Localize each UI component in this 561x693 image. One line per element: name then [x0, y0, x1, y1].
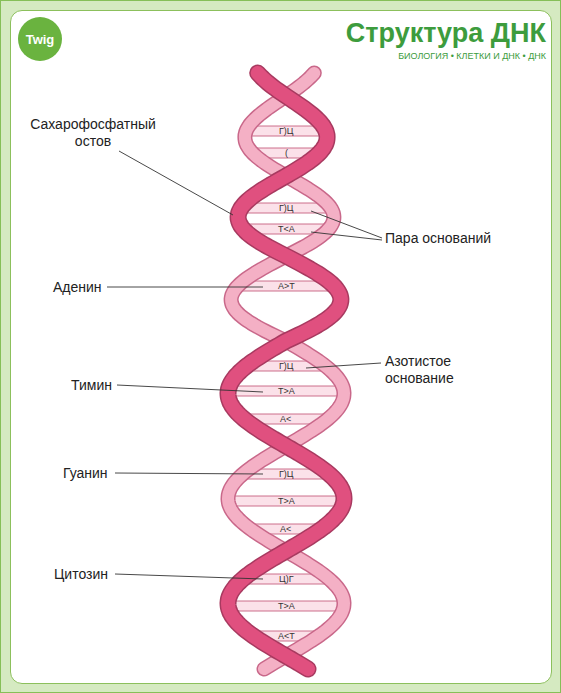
base-pair-letters: Г)Ц	[279, 469, 294, 479]
leader-line	[311, 211, 382, 238]
diagram-title: Структура ДНК	[346, 18, 546, 48]
callout-label: Пара оснований	[385, 230, 491, 247]
callout-label: Сахарофосфатный остов	[23, 116, 163, 150]
base-pair-letters: (	[285, 148, 288, 158]
leader-line	[119, 151, 233, 215]
base-pair-letters: Т>А	[278, 386, 295, 396]
subtitle: БИОЛОГИЯ • КЛЕТКИ И ДНК • ДНК	[398, 51, 546, 62]
callout-label: Гуанин	[63, 465, 108, 482]
strand-outline	[228, 73, 344, 669]
base-pair-letters: А<	[280, 524, 291, 534]
base-pair-letters: Ц)Г	[279, 574, 294, 584]
leader-line	[115, 574, 263, 579]
callout-label: Аденин	[53, 279, 102, 296]
strand-outline	[228, 73, 344, 669]
base-pair-letters: Т>А	[278, 496, 295, 506]
base-pair-letters: Г)Ц	[279, 203, 294, 213]
light-strand	[228, 73, 344, 669]
logo-circle: Twig	[18, 17, 62, 61]
leader-line	[311, 232, 382, 240]
leader-line	[117, 385, 263, 392]
callout-label: Цитозин	[54, 566, 108, 583]
base-pair-letters: А<Т	[278, 631, 295, 641]
logo-text: Twig	[26, 32, 55, 47]
leader-line	[306, 363, 381, 368]
sugar-phosphate-strands	[228, 73, 344, 669]
callout-label: Тимин	[71, 377, 112, 394]
base-pair-letters: А>Т	[278, 281, 295, 291]
dark-strand	[228, 73, 344, 669]
base-pair-letters: Т<А	[278, 224, 295, 234]
base-pair-rung	[228, 601, 344, 611]
base-pair-letters: Т>А	[278, 601, 295, 611]
base-pair-letters: Г)Ц	[279, 361, 294, 371]
leader-line	[115, 473, 263, 474]
base-pair-rung	[228, 496, 344, 506]
callout-label: Азотистое основание	[385, 353, 475, 387]
base-pair-letters: Г)Ц	[279, 126, 294, 136]
leader-line	[107, 287, 263, 288]
base-pair-letters: А<	[280, 414, 291, 424]
